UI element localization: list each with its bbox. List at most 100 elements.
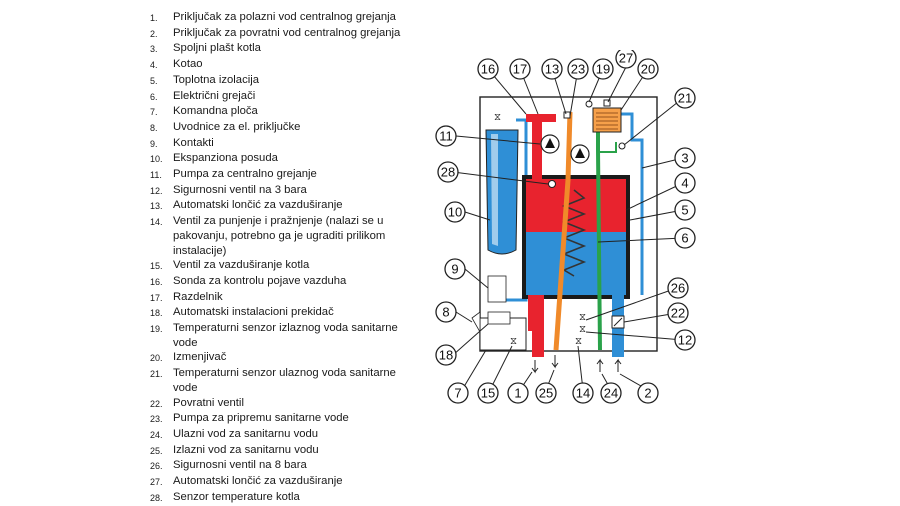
svg-text:23: 23 <box>571 62 585 77</box>
callout-4: 4 <box>674 172 696 194</box>
arrow-in-2 <box>614 358 622 372</box>
heat-exchanger-plates <box>596 112 618 130</box>
heating-pump-arrow <box>545 138 555 148</box>
legend-item-text: Sigurnosni ventil na 8 bara <box>173 459 307 472</box>
return-drop <box>528 295 534 331</box>
callout-24: 24 <box>600 382 622 404</box>
legend-item: 18.Automatski instalacioni prekidač <box>150 305 410 321</box>
svg-text:4: 4 <box>681 176 688 191</box>
legend-item: 20.Izmenjivač <box>150 350 410 366</box>
legend-item-number: 4. <box>150 60 158 71</box>
callout-19: 19 <box>592 58 614 80</box>
callout-21: 21 <box>674 87 696 109</box>
legend-item: 5.Toplotna izolacija <box>150 73 410 89</box>
sanitary-pump-arrow <box>575 148 585 158</box>
legend-item-text: Sigurnosni ventil na 3 bara <box>173 183 307 196</box>
svg-text:12: 12 <box>678 333 692 348</box>
boiler-temp-sensor <box>548 180 556 188</box>
svg-text:25: 25 <box>539 386 553 401</box>
svg-text:27: 27 <box>619 51 633 66</box>
valve-symbol-top: ⧖ <box>494 112 501 123</box>
safety-valve-symbol-26: ⧖ <box>579 312 586 323</box>
svg-text:28: 28 <box>441 165 455 180</box>
callout-20: 20 <box>637 58 659 80</box>
callout-28: 28 <box>437 161 459 183</box>
legend-item-number: 2. <box>150 28 158 39</box>
svg-text:16: 16 <box>481 62 495 77</box>
return-bypass <box>618 112 644 295</box>
legend-item: 22.Povratni ventil <box>150 396 410 412</box>
legend-item-number: 7. <box>150 107 158 118</box>
callout-23: 23 <box>567 58 589 80</box>
svg-text:21: 21 <box>678 91 692 106</box>
legend-item: 14.Ventil za punjenje i pražnjenje (nala… <box>150 214 410 258</box>
legend-item-text: Pumpa za centralno grejanje <box>173 168 317 181</box>
legend-item-number: 9. <box>150 138 158 149</box>
legend-item-text: Izlazni vod za sanitarnu vodu <box>173 443 319 456</box>
legend-item: 10.Ekspanziona posuda <box>150 151 410 167</box>
legend-item-number: 19. <box>150 324 163 335</box>
legend-item-number: 6. <box>150 91 158 102</box>
legend-item-number: 22. <box>150 398 163 409</box>
legend-item-text: Temperaturni senzor izlaznog voda sanita… <box>173 322 398 349</box>
callout-16: 16 <box>477 58 499 80</box>
hot-supply-pipe <box>532 295 544 357</box>
callout-11: 11 <box>435 125 457 147</box>
legend-item: 9.Kontakti <box>150 136 410 152</box>
legend-item-text: Automatski instalacioni prekidač <box>173 306 334 319</box>
callout-26: 26 <box>667 277 689 299</box>
legend-item: 25. Izlazni vod za sanitarnu vodu <box>150 443 410 459</box>
valve-symbol-15: ⧖ <box>510 336 517 347</box>
svg-text:6: 6 <box>681 231 688 246</box>
svg-text:17: 17 <box>513 62 527 77</box>
air-vent-27 <box>603 99 611 107</box>
legend-item-text: Priključak za polazni vod centralnog gre… <box>173 11 396 23</box>
check-valve-slash <box>613 317 623 327</box>
callout-14: 14 <box>572 382 594 404</box>
callout-15: 15 <box>477 382 499 404</box>
legend-item-number: 17. <box>150 292 163 303</box>
circuit-breaker <box>487 311 511 325</box>
legend-item-text: Senzor temperature kotla <box>173 490 300 503</box>
arrow-out-1 <box>531 360 539 374</box>
svg-text:20: 20 <box>641 62 655 77</box>
legend-item: 23.Pumpa za pripremu sanitarne vode <box>150 411 410 427</box>
legend-item-number: 15. <box>150 261 163 272</box>
legend-item-text: Automatski lončić za vazduširanje <box>173 475 343 488</box>
legend-item-number: 25. <box>150 445 163 456</box>
legend-list: 1.Priključak za polazni vod centralnog g… <box>150 10 410 506</box>
legend-item-number: 16. <box>150 276 163 287</box>
legend-item: 17.Razdelnik <box>150 290 410 306</box>
legend-item: 6.Električni grejači <box>150 89 410 105</box>
svg-text:10: 10 <box>448 205 462 220</box>
air-vent-13 <box>563 111 571 119</box>
legend-item: 19. Temperaturni senzor izlaznog voda san… <box>150 321 410 350</box>
legend-item: 11. Pumpa za centralno grejanje <box>150 167 410 183</box>
legend-item-text: Ulazni vod za sanitarnu vodu <box>173 427 319 440</box>
legend-item: 27. Automatski lončić za vazduširanje <box>150 474 410 490</box>
legend-item-text: Izmenjivač <box>173 351 227 364</box>
callout-12: 12 <box>674 329 696 351</box>
legend-item: 3.Spoljni plašt kotla <box>150 41 410 57</box>
legend-item: 26. Sigurnosni ventil na 8 bara <box>150 458 410 474</box>
svg-text:24: 24 <box>604 386 618 401</box>
svg-text:11: 11 <box>439 129 453 144</box>
legend-item-number: 11. <box>150 170 162 181</box>
legend-item-text: Kotao <box>173 58 203 71</box>
legend-item-number: 10. <box>150 154 163 165</box>
cable-gland <box>471 311 481 334</box>
svg-text:9: 9 <box>451 262 458 277</box>
valve-symbol-14: ⧖ <box>575 336 582 347</box>
legend-item-number: 26. <box>150 461 163 472</box>
legend-item: 8.Uvodnice za el. priključke <box>150 120 410 136</box>
legend-item-text: Pumpa za pripremu sanitarne vode <box>173 412 349 425</box>
boiler-diagram: ⧖ ⧖ ⧖ ⧖ ⧖ <box>435 50 696 404</box>
legend-item: 2.Priključak za povratni vod centralnog … <box>150 26 410 42</box>
legend-item: 15.Ventil za vazduširanje kotla <box>150 258 410 274</box>
heat-exchanger <box>592 107 622 133</box>
legend-item-number: 28. <box>150 492 163 503</box>
legend-item-text: Automatski lončić za vazduširanje <box>173 199 343 212</box>
legend-item: 4. Kotao <box>150 57 410 73</box>
legend-item-text: Toplotna izolacija <box>173 73 260 86</box>
legend-item-number: 27. <box>150 477 163 488</box>
